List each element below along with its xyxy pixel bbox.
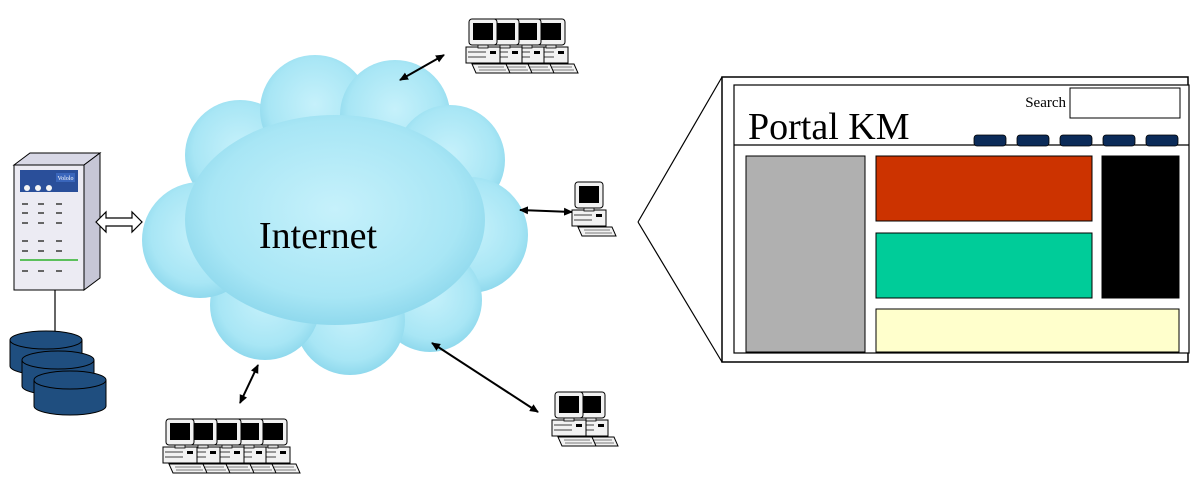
search-label: Search (1025, 95, 1066, 111)
zoom-lines (637, 76, 723, 363)
arrow-cloud-top-group (399, 54, 445, 81)
database-icon (9, 330, 107, 416)
arrow-cloud-bottom-right-group (431, 342, 539, 413)
internet-label: Internet (259, 215, 378, 257)
server-cloud-double-arrow (95, 210, 143, 234)
server-icon: Vololo (12, 152, 102, 291)
computer-group-top-icon (465, 18, 579, 74)
server-brand: Vololo (58, 176, 74, 182)
nav-button-1[interactable] (973, 134, 1007, 147)
nav-button-2[interactable] (1016, 134, 1050, 147)
nav-button-4[interactable] (1102, 134, 1136, 147)
arrow-cloud-bottom-left-group (239, 364, 259, 404)
nav-button-3[interactable] (1059, 134, 1093, 147)
internet-cloud: Internet (142, 55, 528, 375)
green-panel (875, 232, 1093, 299)
search-input[interactable] (1069, 87, 1181, 119)
black-panel (1101, 155, 1180, 299)
yellow-panel (875, 308, 1180, 353)
computer-group-bottom-left-icon (162, 418, 301, 474)
left-panel (745, 155, 866, 353)
computer-single-icon (571, 181, 617, 237)
arrow-cloud-single-pc (519, 206, 573, 216)
red-panel (875, 155, 1093, 222)
portal-window: Portal KM Search (721, 76, 1190, 363)
nav-button-5[interactable] (1145, 134, 1179, 147)
nav-buttons (973, 134, 1179, 147)
portal-title: Portal KM (748, 106, 910, 148)
computer-group-bottom-right-icon (551, 391, 619, 447)
